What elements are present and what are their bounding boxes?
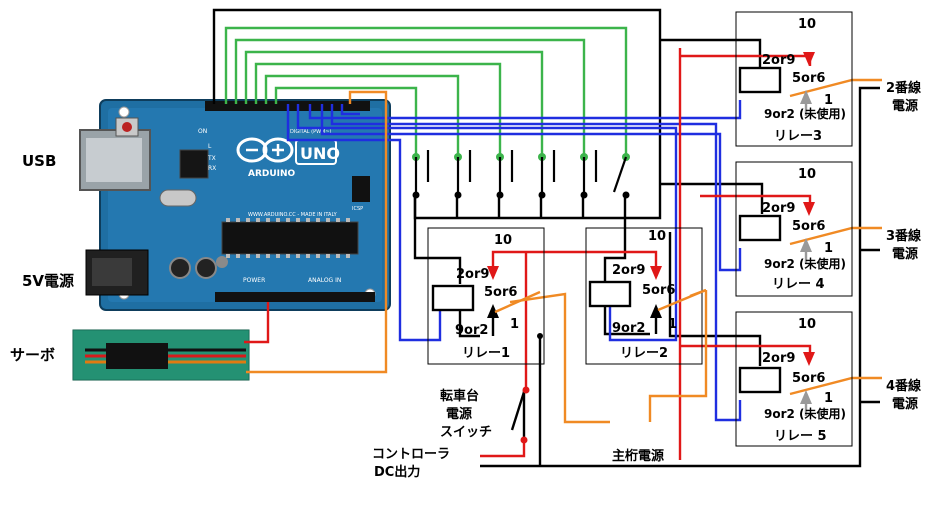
relay-2-coil-label: 2or9 bbox=[612, 263, 645, 278]
arduino-board: ARDUINO UNO POWER ANALOG IN WWW.ARDUINO.… bbox=[79, 99, 391, 311]
relay-4-nc-label: 5or6 bbox=[792, 219, 825, 234]
relay-1-coil bbox=[431, 284, 475, 312]
switch-bank bbox=[414, 150, 628, 193]
analog-in-text: ANALOG IN bbox=[308, 277, 341, 284]
relay-1: 10 2or9 5or6 1 9or2 リレー1 bbox=[427, 227, 545, 365]
relay-1-name: リレー1 bbox=[462, 346, 510, 361]
relay-5-top-label: 10 bbox=[798, 317, 816, 332]
relay-5-coil-label: 2or9 bbox=[762, 351, 795, 366]
relay-4-coil-label: 2or9 bbox=[762, 201, 795, 216]
5v-power-label: 5V電源 bbox=[22, 272, 74, 290]
turntable-label-line2: 電源 bbox=[446, 406, 472, 422]
uno-text: UNO bbox=[300, 144, 340, 163]
relay-2-com-label: 1 bbox=[668, 317, 677, 332]
relay-2-coil bbox=[588, 280, 632, 308]
relay-1-nc-label: 5or6 bbox=[484, 285, 517, 300]
controller-label-line1: コントローラ bbox=[372, 447, 450, 462]
relay-1-coil-label: 2or9 bbox=[456, 267, 489, 282]
main-power-label: 主桁電源 bbox=[612, 448, 664, 464]
tx-text: TX bbox=[207, 155, 216, 162]
turntable-label-line1: 転車台 bbox=[440, 388, 479, 404]
arduino-text: ARDUINO bbox=[248, 169, 296, 179]
arduino-logo bbox=[236, 137, 294, 163]
relay-2-top-label: 10 bbox=[648, 229, 666, 244]
controller-label-line2: DC出力 bbox=[374, 464, 420, 480]
servo-cable bbox=[72, 329, 250, 381]
relay-2: 10 2or9 5or6 1 9or2 リレー2 bbox=[585, 227, 707, 365]
relay-2-name: リレー2 bbox=[620, 346, 668, 361]
blue-wires bbox=[286, 100, 742, 422]
switch-terminals bbox=[412, 191, 630, 199]
relay-4-com-label: 1 bbox=[824, 241, 833, 256]
relay-3-name: リレー3 bbox=[774, 129, 822, 144]
junction-dots bbox=[537, 333, 543, 339]
relay-3-coil bbox=[738, 66, 782, 94]
relay-5-name: リレー 5 bbox=[774, 429, 827, 444]
turntable-power-switch bbox=[510, 386, 530, 444]
relay-3-coil-label: 2or9 bbox=[762, 53, 795, 68]
relay-4-coil bbox=[738, 214, 782, 242]
line4-power-label-1: 4番線 bbox=[886, 378, 922, 394]
icsp-text: ICSP bbox=[352, 206, 363, 212]
green-wires bbox=[224, 26, 628, 157]
line3-power-label-2: 電源 bbox=[892, 246, 918, 262]
relay-4-top-label: 10 bbox=[798, 167, 816, 182]
relay-1-com-label: 1 bbox=[510, 317, 519, 332]
relay-1-no-label: 9or2 bbox=[455, 323, 488, 338]
relay-2-nc-label: 5or6 bbox=[642, 283, 675, 298]
relay-5-coil bbox=[738, 366, 782, 394]
line4-power-label-2: 電源 bbox=[892, 396, 918, 412]
relay-4-no-label: 9or2 (未使用) bbox=[764, 256, 846, 271]
relay-5-nc-label: 5or6 bbox=[792, 371, 825, 386]
relay-3-nc-label: 5or6 bbox=[792, 71, 825, 86]
relay-5-com-label: 1 bbox=[824, 391, 833, 406]
relay-5-no-label: 9or2 (未使用) bbox=[764, 406, 846, 421]
power-analog-header bbox=[215, 292, 375, 302]
relay-4: 10 2or9 5or6 1 9or2 (未使用) リレー 4 bbox=[735, 161, 853, 297]
line3-power-label-1: 3番線 bbox=[886, 228, 922, 244]
relay-5: 10 2or9 5or6 1 9or2 (未使用) リレー 5 bbox=[735, 311, 853, 447]
url-text: WWW.ARDUINO.CC - MADE IN ITALY bbox=[248, 212, 338, 218]
green-wire-endpoints bbox=[412, 153, 630, 161]
l-led-text: L bbox=[208, 143, 212, 150]
power-text: POWER bbox=[243, 277, 265, 284]
rx-text: RX bbox=[208, 165, 216, 172]
relay-3-top-label: 10 bbox=[798, 17, 816, 32]
microcontroller-chip bbox=[221, 221, 359, 255]
line2-power-label-2: 電源 bbox=[892, 98, 918, 114]
relay-3-com-label: 1 bbox=[824, 93, 833, 108]
on-led-text: ON bbox=[198, 128, 207, 135]
relay-1-top-label: 10 bbox=[494, 233, 512, 248]
turntable-label-line3: スイッチ bbox=[440, 425, 492, 440]
digital-pwm-text: DIGITAL (PWM~) bbox=[290, 129, 332, 135]
servo-label: サーボ bbox=[10, 346, 55, 364]
relay-3-no-label: 9or2 (未使用) bbox=[764, 106, 846, 121]
relay-4-name: リレー 4 bbox=[772, 277, 825, 292]
usb-label: USB bbox=[22, 152, 56, 170]
line2-power-label-1: 2番線 bbox=[886, 80, 922, 96]
relay-3: 10 2or9 5or6 1 9or2 (未使用) リレー3 bbox=[735, 11, 853, 147]
relay-2-no-label: 9or2 bbox=[612, 321, 645, 336]
